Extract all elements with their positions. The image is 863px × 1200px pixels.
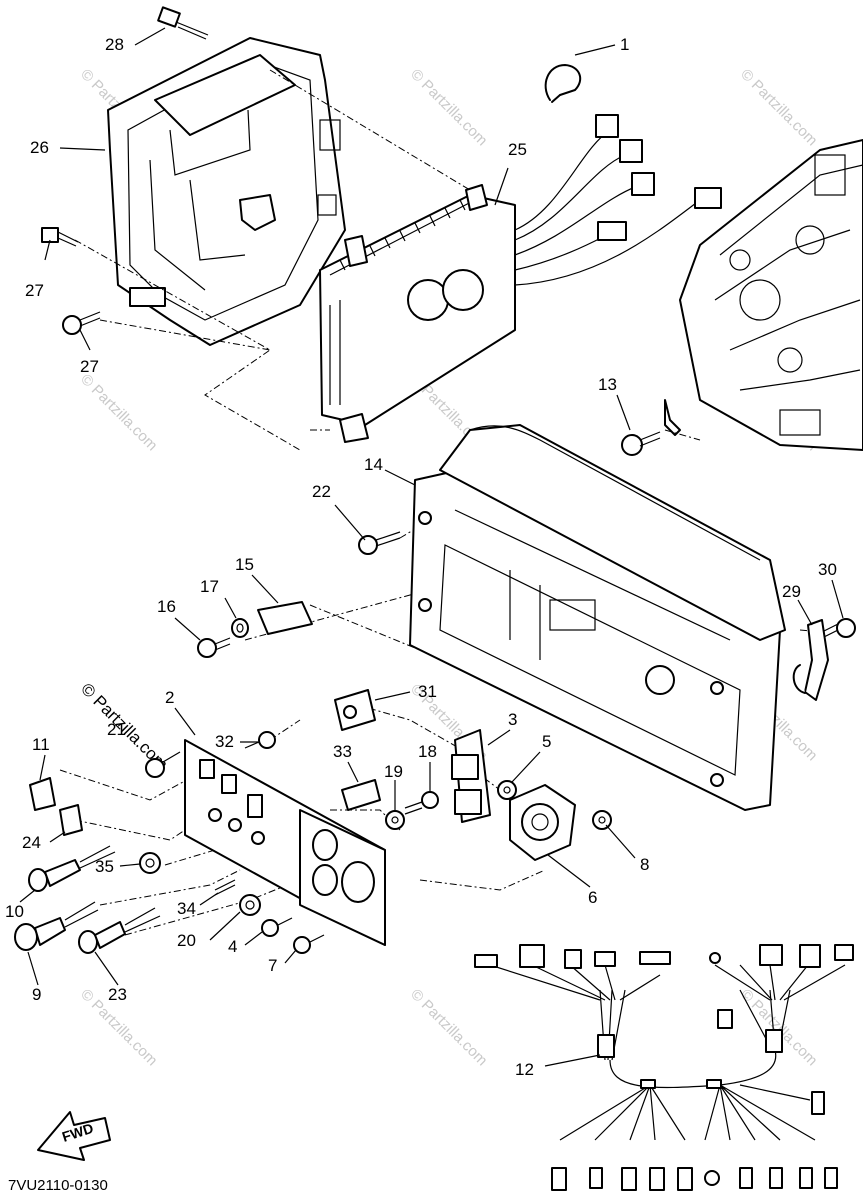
bolt-27a — [41, 227, 79, 247]
label-14: 14 — [364, 455, 383, 474]
label-21: 21 — [107, 720, 126, 739]
breaker-33 — [341, 779, 381, 811]
nut-5 — [497, 780, 517, 800]
seal-pad — [257, 601, 313, 635]
label-4: 4 — [228, 937, 237, 956]
left-components — [14, 777, 161, 954]
screw-16 — [197, 637, 231, 658]
nut-8 — [592, 810, 612, 830]
switch-11 — [29, 777, 56, 811]
screw-7 — [293, 934, 325, 954]
label-24: 24 — [22, 833, 41, 852]
front-panel-plate — [184, 739, 386, 946]
leader-lines — [19, 27, 844, 1067]
watermark-3: © Partzilla.com — [737, 66, 820, 149]
bolt-13 — [621, 399, 681, 456]
nut-19 — [385, 810, 405, 830]
watermark-2: © Partzilla.com — [407, 66, 490, 149]
wiring-harness — [474, 944, 854, 1191]
screw-4 — [261, 917, 293, 937]
screw-32 — [244, 731, 276, 749]
twist-lock-receptacle — [509, 784, 576, 861]
bolt-27b — [62, 311, 101, 335]
label-27a: 27 — [25, 281, 44, 300]
label-30: 30 — [818, 560, 837, 579]
fasteners — [145, 731, 612, 954]
label-13: 13 — [598, 375, 617, 394]
lamp-10 — [28, 845, 116, 892]
label-34: 34 — [177, 899, 196, 918]
switch-31 — [334, 689, 376, 731]
label-19: 19 — [384, 762, 403, 781]
bolts-top — [41, 6, 856, 639]
cover-case — [107, 37, 346, 346]
label-10: 10 — [5, 902, 24, 921]
watermark-11: © Partzilla.com — [737, 986, 820, 1069]
part-number-labels: 28 1 26 25 27 27 13 14 22 15 17 16 30 29… — [5, 35, 837, 1079]
fwd-arrow: FWD — [37, 1111, 111, 1161]
label-11: 11 — [32, 735, 50, 754]
bolt-28 — [157, 6, 209, 40]
watermark-4: © Partzilla.com — [77, 371, 160, 454]
bolt-22 — [358, 531, 401, 555]
connector-23 — [78, 907, 161, 954]
label-2: 2 — [165, 688, 174, 707]
screw-18 — [404, 791, 439, 815]
label-23: 23 — [108, 985, 127, 1004]
label-32: 32 — [215, 732, 234, 751]
lamp-9 — [14, 901, 99, 951]
label-31: 31 — [418, 682, 437, 701]
washer-20 — [239, 894, 261, 916]
engine-block — [679, 139, 863, 451]
label-5: 5 — [542, 732, 551, 751]
label-35: 35 — [95, 857, 114, 876]
label-29: 29 — [782, 582, 801, 601]
wire-clip — [544, 64, 582, 103]
label-6: 6 — [588, 888, 597, 907]
grommet-35 — [139, 852, 161, 874]
label-25: 25 — [508, 140, 527, 159]
inverter-wiring — [514, 114, 722, 286]
inverter-unit — [319, 184, 516, 443]
label-27b: 27 — [80, 357, 99, 376]
label-12: 12 — [515, 1060, 534, 1079]
label-28: 28 — [105, 35, 124, 54]
watermark-10: © Partzilla.com — [407, 986, 490, 1069]
label-17: 17 — [200, 577, 219, 596]
label-9: 9 — [32, 985, 41, 1004]
duplex-receptacle — [451, 729, 491, 823]
label-1: 1 — [620, 35, 629, 54]
label-18: 18 — [418, 742, 437, 761]
label-8: 8 — [640, 855, 649, 874]
switch-24 — [59, 804, 83, 836]
label-7: 7 — [268, 956, 277, 975]
label-3: 3 — [508, 710, 517, 729]
washer-17 — [231, 618, 249, 638]
bolt-30 — [821, 618, 856, 639]
control-panel-frame — [409, 424, 786, 811]
label-20: 20 — [177, 931, 196, 950]
drawing-code: 7VU2110-0130 — [8, 1177, 108, 1194]
screw-34 — [214, 879, 236, 896]
label-26: 26 — [30, 138, 49, 157]
label-15: 15 — [235, 555, 254, 574]
label-16: 16 — [157, 597, 176, 616]
label-22: 22 — [312, 482, 331, 501]
hook-bracket — [792, 619, 829, 701]
screw-21 — [145, 751, 181, 778]
label-33: 33 — [333, 742, 352, 761]
